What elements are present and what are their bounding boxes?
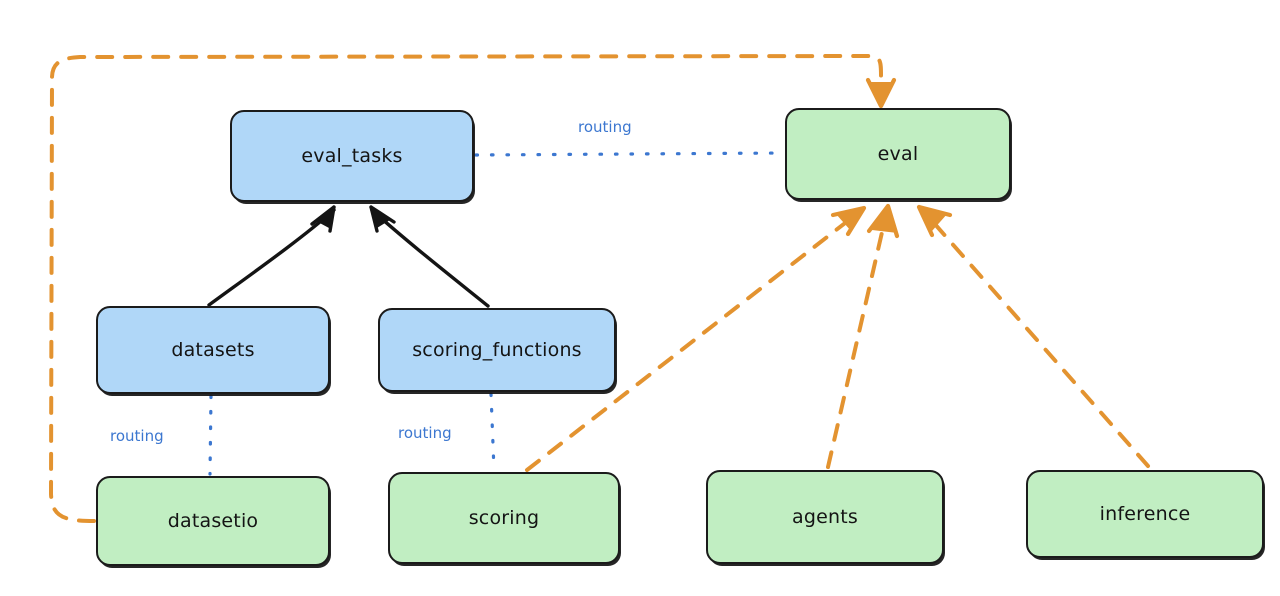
node-label: datasetio	[167, 510, 259, 532]
edge-label-routing-eval-tasks-eval: routing	[578, 118, 632, 136]
node-eval[interactable]: eval	[785, 108, 1011, 200]
node-label: eval_tasks	[301, 145, 403, 167]
node-label: datasets	[171, 339, 255, 361]
edge-label-routing-datasets-datasetio: routing	[110, 427, 164, 445]
node-label: eval	[877, 143, 919, 165]
edge-datasets-to-eval_tasks	[207, 205, 336, 307]
node-datasets[interactable]: datasets	[96, 306, 330, 394]
node-scoring[interactable]: scoring	[388, 472, 620, 564]
edge-inference-to-eval	[916, 204, 1150, 468]
node-eval-tasks[interactable]: eval_tasks	[230, 110, 474, 202]
edge-label-routing-scoring-functions-scoring: routing	[398, 424, 452, 442]
edge-eval_tasks-to-eval	[474, 151, 785, 157]
node-datasetio[interactable]: datasetio	[96, 476, 330, 566]
edge-scoring_functions-to-scoring	[489, 392, 496, 472]
edge-agents-to-eval	[826, 203, 900, 469]
node-label: scoring_functions	[412, 339, 582, 361]
node-label: scoring	[468, 507, 540, 529]
node-agents[interactable]: agents	[706, 470, 944, 564]
node-inference[interactable]: inference	[1026, 470, 1264, 558]
node-scoring-functions[interactable]: scoring_functions	[378, 308, 616, 392]
node-label: inference	[1099, 503, 1191, 525]
edge-datasetio-to-eval	[49, 54, 897, 523]
edge-scoring-to-eval	[525, 205, 867, 472]
edge-datasets-to-datasetio	[208, 394, 213, 476]
node-label: agents	[792, 506, 858, 528]
edge-scoring_functions-to-eval_tasks	[369, 205, 490, 308]
